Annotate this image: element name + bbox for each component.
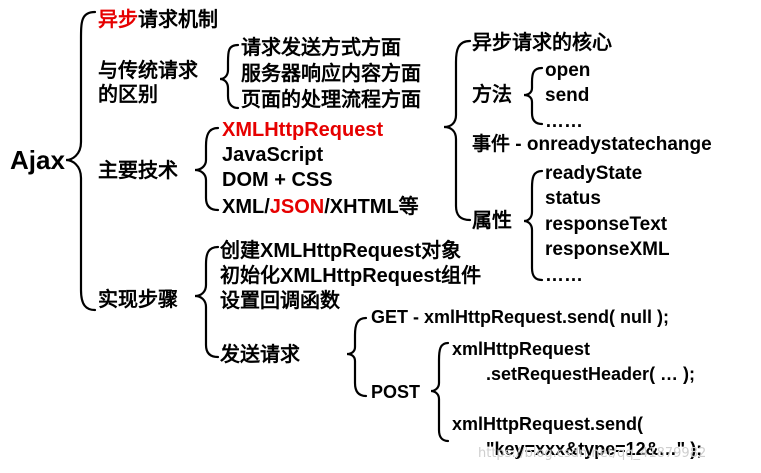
post-brace xyxy=(430,341,450,443)
tech-dom-css: DOM + CSS xyxy=(222,169,333,191)
core-title: 异步请求的核心 xyxy=(472,32,612,54)
prop-item: responseXML xyxy=(545,239,670,260)
event-item: 事件 - onreadystatechange xyxy=(472,134,712,155)
send-brace xyxy=(346,316,368,398)
difference-item: 请求发送方式方面 xyxy=(241,37,401,59)
tech-brace xyxy=(194,126,220,212)
post-line: xmlHttpRequest xyxy=(452,339,591,359)
post-line: "key=xxx&type=12&…" ); xyxy=(486,439,703,459)
tech-xml-json-xhtml: XML/JSON/XHTML等 xyxy=(222,197,419,217)
step-item: 设置回调函数 xyxy=(220,290,340,312)
method-label: 方法 xyxy=(472,84,512,106)
async-highlight: 异步 xyxy=(98,9,138,31)
step-item: 初始化XMLHttpRequest组件 xyxy=(220,265,482,287)
method-item: open xyxy=(545,60,591,81)
method-item: …… xyxy=(545,111,583,132)
method-item: send xyxy=(545,85,590,106)
tech-label: 主要技术 xyxy=(98,160,178,182)
difference-label-line1: 与传统请求 xyxy=(98,60,198,82)
root-label: Ajax xyxy=(10,145,65,175)
difference-label-line2: 的区别 xyxy=(98,84,158,106)
step-item: 创建XMLHttpRequest对象 xyxy=(220,240,462,262)
steps-brace xyxy=(194,245,220,359)
async-mechanism-label: 异步请求机制 xyxy=(98,10,218,30)
steps-label: 实现步骤 xyxy=(98,289,178,311)
prop-item: responseText xyxy=(545,214,668,235)
prop-item: readyState xyxy=(545,163,643,184)
send-request-label: 发送请求 xyxy=(220,344,300,366)
tech-xhr: XMLHttpRequest xyxy=(222,119,384,141)
tech-json: JSON xyxy=(269,196,325,218)
tech-xhtml: /XHTML等 xyxy=(324,196,419,218)
method-brace xyxy=(523,66,544,126)
root-brace xyxy=(65,10,97,312)
tech-xml: XML/ xyxy=(222,196,270,218)
difference-item: 服务器响应内容方面 xyxy=(241,63,421,85)
props-label: 属性 xyxy=(472,210,512,232)
prop-item: …… xyxy=(545,265,583,286)
core-brace xyxy=(443,39,472,222)
async-mechanism-suffix: 请求机制 xyxy=(138,9,218,31)
get-line: GET - xmlHttpRequest.send( null ); xyxy=(371,307,670,327)
watermark: https://blog.csdn.net/qq_41879982 xyxy=(478,446,707,461)
props-brace xyxy=(523,169,544,282)
prop-item: status xyxy=(545,188,601,209)
post-line: xmlHttpRequest.send( xyxy=(452,414,644,434)
tech-javascript: JavaScript xyxy=(222,144,324,166)
post-line: .setRequestHeader( … ); xyxy=(486,364,696,384)
difference-item: 页面的处理流程方面 xyxy=(241,89,421,111)
post-label: POST xyxy=(371,382,421,402)
difference-brace xyxy=(219,43,240,110)
